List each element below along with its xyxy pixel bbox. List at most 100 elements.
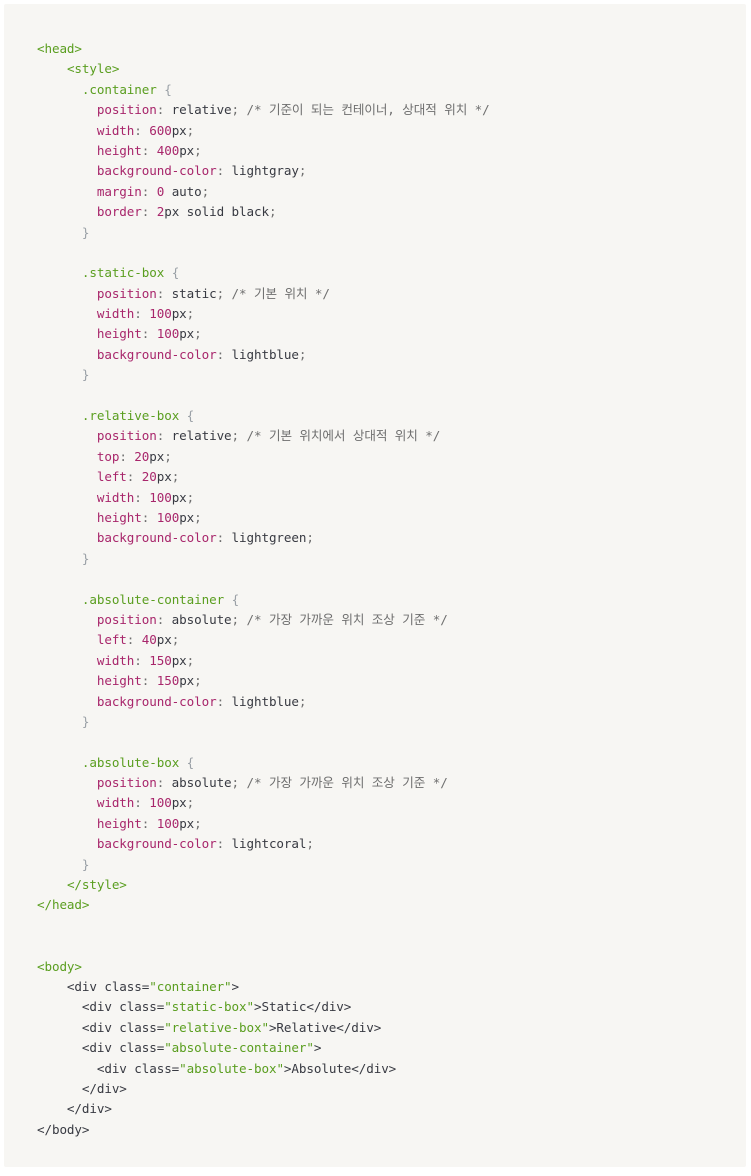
code-token-punct: : xyxy=(141,326,150,342)
code-token-str: "absolute-box" xyxy=(179,1060,284,1076)
code-line: left: 40px; xyxy=(4,630,746,650)
code-line: top: 20px; xyxy=(4,447,746,467)
code-token-prop: top xyxy=(96,448,120,464)
code-token-punct: ; xyxy=(268,204,277,220)
code-token-punct: : xyxy=(216,530,225,546)
code-token-sel: .container xyxy=(81,81,157,97)
code-token-prop: width xyxy=(96,489,135,505)
code-token-punct: : xyxy=(141,673,150,689)
code-line: left: 20px; xyxy=(4,467,746,487)
code-line: width: 100px; xyxy=(4,304,746,324)
code-token-txt xyxy=(37,816,97,831)
code-token-brace: } xyxy=(81,713,90,729)
code-token-prop: position xyxy=(96,775,157,791)
code-token-txt xyxy=(37,592,82,607)
code-token-punct: : xyxy=(141,815,150,831)
code-token-punct: : xyxy=(126,469,135,485)
code-token-txt xyxy=(37,82,82,97)
code-line xyxy=(4,386,746,406)
code-token-txt: </div> xyxy=(37,1101,112,1117)
code-token-punct: ; xyxy=(194,326,202,342)
code-token-txt xyxy=(239,612,246,627)
code-token-txt xyxy=(37,632,97,647)
code-token-txt xyxy=(37,755,82,770)
code-token-txt: px xyxy=(171,795,187,811)
code-line: <div class="relative-box">Relative</div> xyxy=(4,1018,746,1038)
code-token-punct: : xyxy=(216,836,225,852)
code-token-txt: px xyxy=(149,448,165,464)
code-token-cmt: /* 기준이 되는 컨테이너, 상대적 위치 */ xyxy=(246,102,490,118)
code-token-punct: ; xyxy=(298,163,307,179)
code-token-num: 100 xyxy=(149,489,172,505)
code-token-txt xyxy=(37,428,97,443)
code-token-txt: <div class= xyxy=(37,1040,165,1056)
code-token-sel: .relative-box xyxy=(81,408,180,424)
code-line xyxy=(4,916,746,936)
code-token-punct: : xyxy=(141,142,150,158)
code-token-punct: ; xyxy=(231,775,240,791)
code-token-prop: position xyxy=(96,428,157,444)
code-line: width: 150px; xyxy=(4,651,746,671)
code-token-sel: .absolute-container xyxy=(81,591,225,607)
code-token-txt xyxy=(37,265,82,280)
code-line: } xyxy=(4,365,746,385)
code-token-punct: ; xyxy=(298,693,307,709)
code-token-txt xyxy=(37,286,97,301)
code-token-txt xyxy=(239,428,246,443)
code-token-num: 600 xyxy=(149,122,172,138)
code-token-num: 100 xyxy=(156,815,180,831)
code-token-prop: height xyxy=(96,815,142,831)
code-token-punct: : xyxy=(216,163,225,179)
code-token-str: "relative-box" xyxy=(164,1019,269,1035)
code-line: background-color: lightblue; xyxy=(4,692,746,712)
code-token-brace: } xyxy=(81,224,90,240)
code-token-txt: relative xyxy=(164,102,232,118)
code-line xyxy=(4,569,746,589)
code-token-txt: px xyxy=(171,122,187,138)
code-token-txt: absolute xyxy=(164,775,232,791)
code-line: } xyxy=(4,855,746,875)
code-token-cmt: /* 기본 위치에서 상대적 위치 */ xyxy=(246,428,441,444)
code-token-txt xyxy=(37,490,97,505)
code-line: </style> xyxy=(4,875,746,895)
code-line: width: 600px; xyxy=(4,121,746,141)
code-token-punct: : xyxy=(141,204,150,220)
code-token-num: 2 xyxy=(156,204,165,220)
code-token-sel: .absolute-box xyxy=(81,754,180,770)
code-line: } xyxy=(4,223,746,243)
code-line: border: 2px solid black; xyxy=(4,202,746,222)
code-token-str: "absolute-container" xyxy=(164,1040,314,1056)
code-token-txt xyxy=(37,163,97,178)
code-token-txt: px xyxy=(179,673,195,689)
code-token-num: 150 xyxy=(149,652,172,668)
code-token-txt xyxy=(239,775,246,790)
code-line: height: 100px; xyxy=(4,814,746,834)
code-token-tag: <style> xyxy=(66,61,120,77)
code-token-punct: ; xyxy=(231,102,240,118)
code-token-prop: position xyxy=(96,611,157,627)
code-token-punct: ; xyxy=(186,795,195,811)
code-token-punct: ; xyxy=(186,306,195,322)
code-line: <div class="container"> xyxy=(4,977,746,997)
code-token-txt xyxy=(37,510,97,525)
code-token-prop: position xyxy=(96,102,157,118)
code-token-txt xyxy=(37,306,97,321)
code-token-punct: : xyxy=(134,795,142,811)
code-token-txt xyxy=(37,367,82,382)
code-token-punct: : xyxy=(156,285,165,301)
code-token-txt: absolute xyxy=(164,611,232,627)
code-token-txt xyxy=(134,469,141,484)
code-token-txt: lightgray xyxy=(224,163,299,179)
code-token-prop: height xyxy=(96,142,142,158)
code-token-prop: background-color xyxy=(96,836,217,852)
code-token-txt xyxy=(37,184,97,199)
code-token-num: 40 xyxy=(141,632,157,648)
code-token-txt xyxy=(37,694,97,709)
code-token-txt xyxy=(37,775,97,790)
code-token-txt xyxy=(37,61,67,76)
code-token-txt: relative xyxy=(164,428,232,444)
code-token-sel: .static-box xyxy=(81,265,165,281)
code-token-num: 100 xyxy=(156,509,180,525)
code-line: position: absolute; /* 가장 가까운 위치 조상 기준 *… xyxy=(4,773,746,793)
code-token-punct: ; xyxy=(298,346,307,362)
